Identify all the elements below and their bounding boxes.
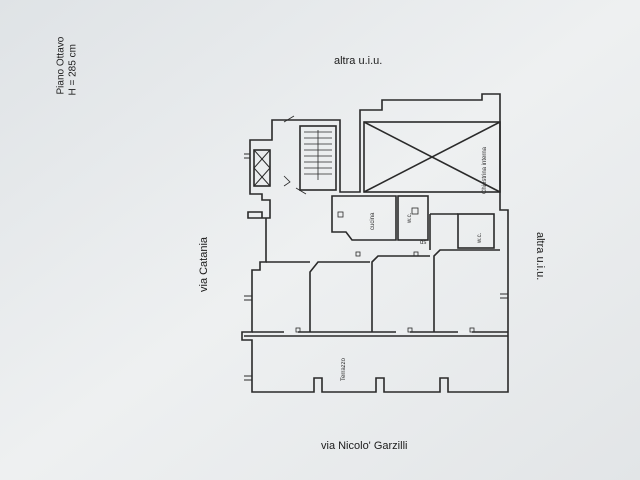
stair-core: [299, 125, 337, 191]
room-ds-label: ds: [420, 240, 427, 246]
room-kitchen-label: cucina: [370, 212, 376, 230]
courtyard-cross-2: [363, 121, 501, 193]
walls: [241, 93, 509, 393]
street-top-label: altra u.i.u.: [334, 55, 383, 67]
room-divider-2: [371, 255, 430, 332]
floor-label: Piano Ottavo: [55, 36, 67, 95]
street-right-label: altra u.i.u.: [534, 232, 546, 281]
room-wc2-label: w.c.: [477, 232, 483, 243]
openings: [283, 115, 475, 334]
room-courtyard-label: Chiostrina interna: [482, 146, 488, 194]
stair-steps: [304, 130, 332, 180]
street-left-label: via Catania: [198, 236, 210, 292]
height-label: H = 285 cm: [67, 44, 79, 96]
room-divider-3: [433, 249, 500, 332]
kitchen-walls: [331, 195, 397, 241]
room-terrace-label: Terrazzo: [341, 357, 347, 381]
room-divider-1: [309, 261, 370, 332]
room-wc1-label: w.c.: [407, 212, 413, 223]
street-bottom-label: via Nicolo' Garzilli: [321, 440, 408, 452]
window-marks: [244, 153, 508, 381]
courtyard-outline: [363, 121, 501, 193]
wc2-walls: [457, 213, 495, 249]
wc1-walls: [397, 195, 429, 241]
